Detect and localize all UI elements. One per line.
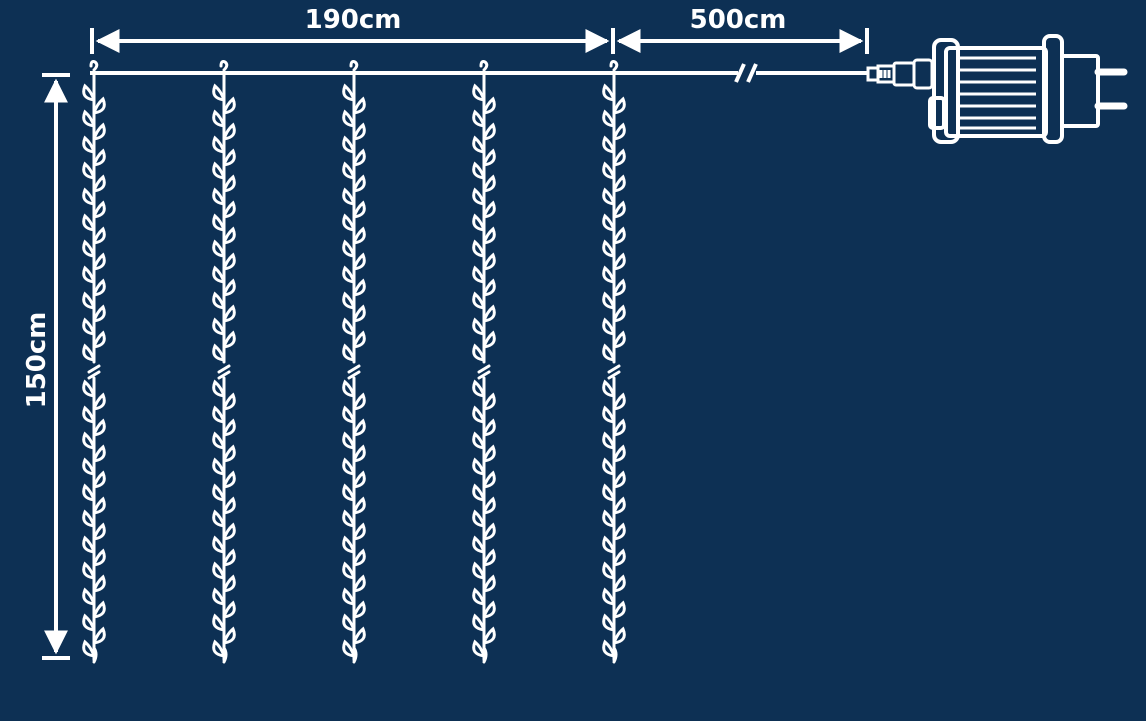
power-adapter-icon xyxy=(928,34,1128,144)
strand-leaves xyxy=(342,60,366,664)
width-dimension: 190cm xyxy=(90,5,615,54)
curtain-strand-icon xyxy=(212,60,236,664)
strand-leaves xyxy=(472,60,496,664)
curtain-strand-icon xyxy=(602,60,626,664)
strand-leaves xyxy=(82,60,106,664)
connector-plug-icon xyxy=(866,58,934,90)
lead-dimension: 500cm xyxy=(616,5,869,54)
top-wire xyxy=(90,63,868,83)
height-label: 150cm xyxy=(22,312,52,409)
lead-label: 500cm xyxy=(690,5,787,35)
curtain-strand-icon xyxy=(82,60,106,664)
strand-leaves xyxy=(602,60,626,664)
strand-leaves xyxy=(212,60,236,664)
curtain-strand-icon xyxy=(342,60,366,664)
curtain-strand-icon xyxy=(472,60,496,664)
height-dimension: 150cm xyxy=(22,73,70,660)
width-label: 190cm xyxy=(305,5,402,35)
strand-group xyxy=(82,60,626,664)
